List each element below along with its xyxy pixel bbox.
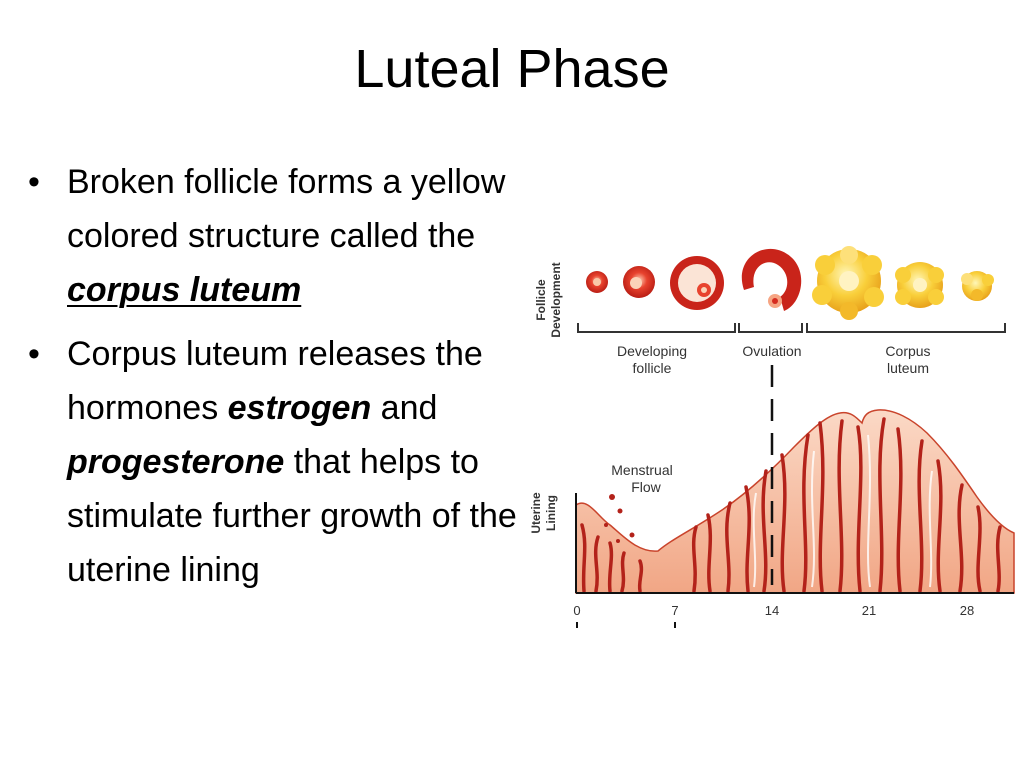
uterine-lining-row-label: Uterine Lining — [529, 492, 558, 534]
menstrual-flow-label-2: Flow — [631, 479, 661, 495]
bullet-dot-icon: • — [28, 163, 40, 201]
developing-follicle-large — [670, 256, 724, 310]
developing-follicle-medium — [623, 266, 655, 298]
day-tick-21: 21 — [862, 603, 876, 618]
day-tick-14: 14 — [765, 603, 779, 618]
row-label-uterine: Uterine — [529, 492, 543, 534]
bullet-item-corpus-luteum: • Broken follicle forms a yellow colored… — [28, 155, 528, 317]
day-tick-28: 28 — [960, 603, 974, 618]
corpus-luteum-large — [812, 246, 884, 320]
stage-label-corpus: Corpus — [885, 343, 930, 359]
bullet-text: Broken follicle forms a yellow colored s… — [67, 163, 506, 255]
stage-label-luteum: luteum — [887, 360, 929, 376]
stage-brackets — [577, 323, 1006, 333]
term-estrogen: estrogen — [227, 389, 372, 427]
uterine-lining — [575, 409, 1015, 594]
stage-label-follicle: follicle — [633, 360, 672, 376]
bullet-list: • Broken follicle forms a yellow colored… — [28, 155, 528, 607]
day-tick-0: 0 — [573, 603, 580, 618]
corpus-luteum-medium — [895, 262, 944, 308]
bullet-dot-icon: • — [28, 335, 40, 373]
follicle-development-row-label: Follicle Development — [534, 262, 563, 337]
bullet-item-hormones: • Corpus luteum releases the hormones es… — [28, 327, 528, 597]
stage-label-ovulation: Ovulation — [742, 343, 801, 359]
stage-label-developing: Developing — [617, 343, 687, 359]
bullet-text: that helps to stimulate further growth o… — [67, 443, 517, 589]
developing-follicle-small — [586, 271, 608, 293]
ovulating-follicle — [741, 248, 802, 311]
day-tick-7: 7 — [671, 603, 678, 618]
bullet-text: and — [371, 389, 438, 427]
corpus-luteum-small — [961, 271, 994, 301]
slide-title: Luteal Phase — [354, 39, 670, 99]
row-label-lining: Lining — [544, 495, 558, 531]
term-progesterone: progesterone — [67, 443, 285, 481]
row-label-development: Development — [549, 262, 563, 337]
term-corpus-luteum: corpus luteum — [67, 271, 302, 309]
menstrual-cycle-diagram: Follicle Development Uterine Lining — [529, 246, 1015, 628]
row-label-follicle: Follicle — [534, 279, 548, 321]
menstrual-flow-label: Menstrual — [611, 462, 672, 478]
bullet-text: Corpus luteum releases the hormones — [67, 335, 483, 427]
day-tick-marks — [576, 622, 676, 628]
